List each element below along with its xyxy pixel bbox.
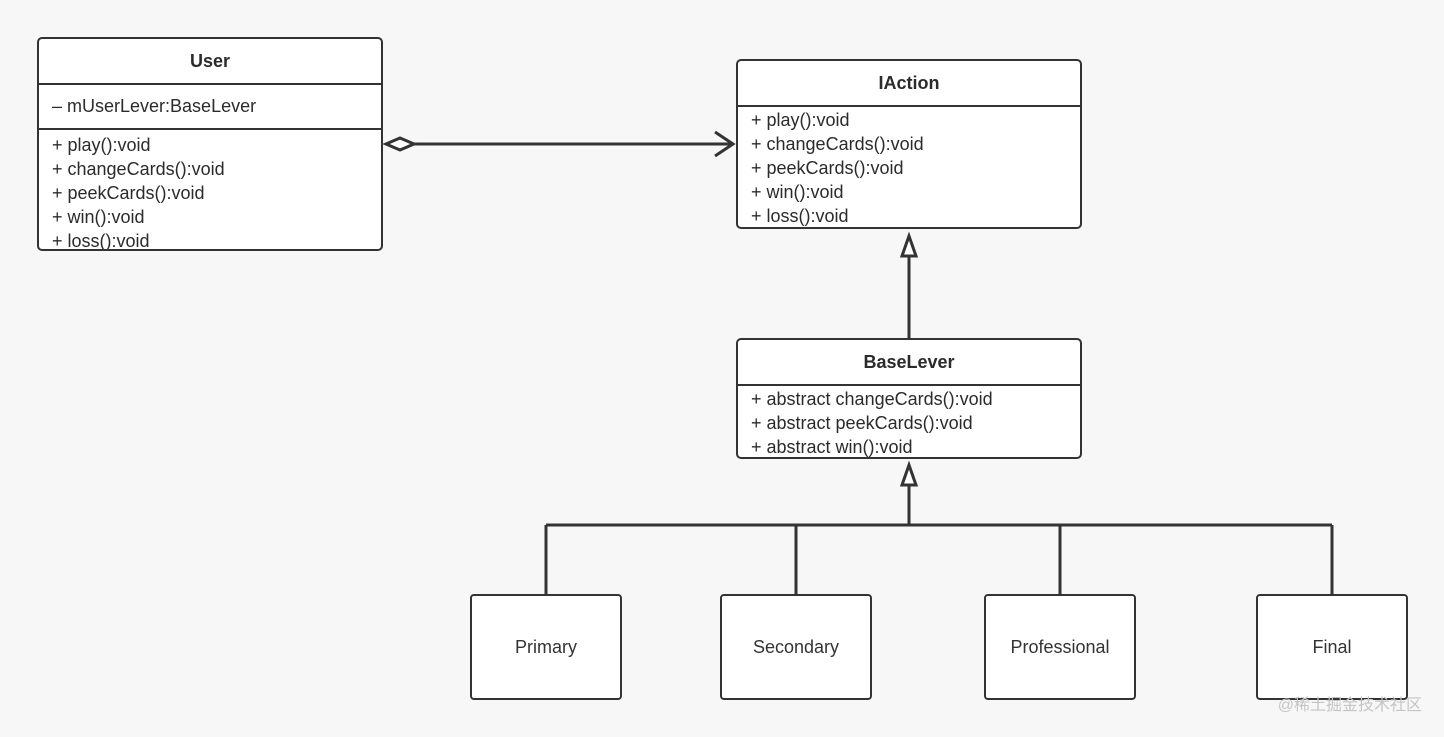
hollow-triangle-icon bbox=[899, 460, 919, 487]
class-user-operation: + peekCards():void bbox=[52, 183, 205, 203]
class-baselever-operation: + abstract peekCards():void bbox=[751, 413, 973, 433]
class-iaction-operation: + peekCards():void bbox=[751, 158, 904, 178]
class-baselever-operation: + abstract win():void bbox=[751, 437, 913, 457]
class-baselever-name: BaseLever bbox=[738, 340, 1080, 386]
class-iaction-operation: + win():void bbox=[751, 182, 844, 202]
class-iaction-operation: + loss():void bbox=[751, 206, 849, 226]
realization-baselever-iaction bbox=[899, 231, 919, 338]
class-iaction: IAction + play():void + changeCards():vo… bbox=[736, 59, 1082, 229]
class-iaction-operation: + changeCards():void bbox=[751, 134, 924, 154]
class-user-attributes: – mUserLever:BaseLever bbox=[39, 85, 381, 130]
hollow-triangle-icon bbox=[899, 231, 919, 258]
open-arrowhead-icon bbox=[714, 130, 736, 158]
class-primary: Primary bbox=[470, 594, 622, 700]
class-baselever-operations: + abstract changeCards():void + abstract… bbox=[738, 386, 1080, 457]
class-baselever-operation: + abstract changeCards():void bbox=[751, 389, 993, 409]
class-user-operations: + play():void + changeCards():void + pee… bbox=[39, 130, 381, 251]
class-final: Final bbox=[1256, 594, 1408, 700]
class-baselever: BaseLever + abstract changeCards():void … bbox=[736, 338, 1082, 459]
class-iaction-operation: + play():void bbox=[751, 110, 850, 130]
class-user-operation: + changeCards():void bbox=[52, 159, 225, 179]
class-professional: Professional bbox=[984, 594, 1136, 700]
class-user: User – mUserLever:BaseLever + play():voi… bbox=[37, 37, 383, 251]
aggregation-diamond-icon bbox=[382, 136, 418, 152]
class-user-operation: + play():void bbox=[52, 135, 151, 155]
class-iaction-name: IAction bbox=[738, 61, 1080, 107]
class-iaction-operations: + play():void + changeCards():void + pee… bbox=[738, 107, 1080, 227]
class-secondary: Secondary bbox=[720, 594, 872, 700]
watermark-text: @稀土掘金技术社区 bbox=[1277, 697, 1422, 714]
class-user-operation: + loss():void bbox=[52, 231, 150, 251]
class-user-operation: + win():void bbox=[52, 207, 145, 227]
class-user-name: User bbox=[39, 39, 381, 85]
class-user-attribute: – mUserLever:BaseLever bbox=[52, 96, 257, 116]
aggregation-user-iaction bbox=[382, 130, 736, 158]
generalization-tree bbox=[544, 460, 1334, 595]
